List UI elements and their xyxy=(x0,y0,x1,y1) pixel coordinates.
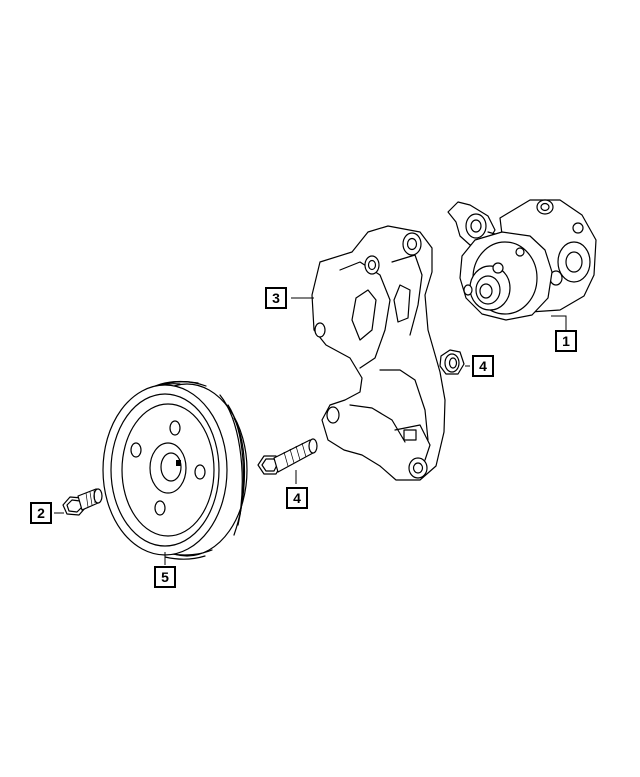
callout-5: 5 xyxy=(154,566,176,588)
nut-part xyxy=(439,349,465,375)
pump-part xyxy=(447,199,597,321)
callout-4-bolt: 4 xyxy=(286,487,308,509)
callout-4-nut: 4 xyxy=(472,355,494,377)
bracket-bolt-part xyxy=(257,438,318,475)
pulley-bolt-part xyxy=(62,488,103,516)
callout-1: 1 xyxy=(555,330,577,352)
bracket-part xyxy=(311,225,446,481)
pulley-part xyxy=(102,380,248,560)
callout-2: 2 xyxy=(30,502,52,524)
callout-3: 3 xyxy=(265,287,287,309)
leader-lines xyxy=(54,297,567,565)
